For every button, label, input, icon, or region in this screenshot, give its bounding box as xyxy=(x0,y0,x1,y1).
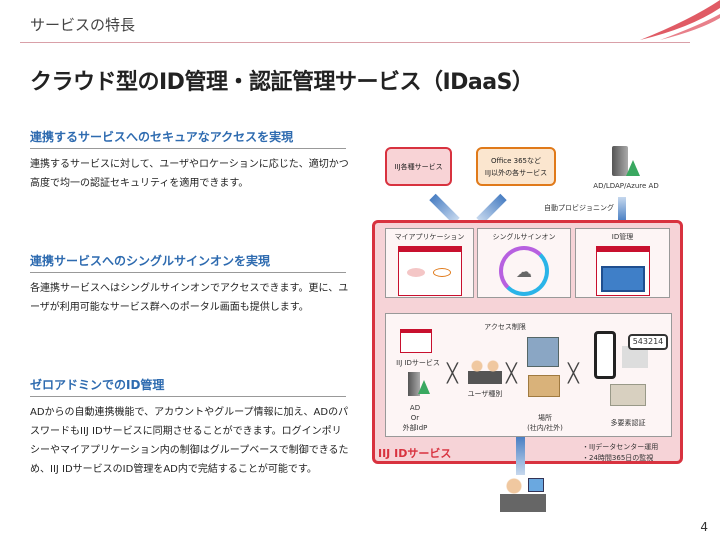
location-label: 場所 xyxy=(538,414,552,422)
login-form-icon xyxy=(400,329,432,353)
divider xyxy=(20,42,690,43)
access-control-label: アクセス制限 xyxy=(484,323,526,331)
service-name-label: IIJ IDサービス xyxy=(378,447,452,460)
app-window-icon xyxy=(397,246,462,296)
mfa-label: 多要素認証 xyxy=(610,419,646,427)
iij-services-label: IIJ各種サービス xyxy=(394,162,443,171)
bullet-item: ・24時間365日の監視 xyxy=(582,454,654,462)
feature-body: ADからの自動連携機能で、アカウントやグループ情報に加え、ADのパスワードもII… xyxy=(30,407,349,475)
panel-my-application: マイアプリケーション xyxy=(385,228,474,298)
id-cards-icon xyxy=(595,246,650,296)
iij-id-small-label: IIJ IDサービス xyxy=(396,359,440,367)
location-label: (社内/社外) xyxy=(527,424,563,432)
office-services-box: Office 365など IIJ以外の各サービス xyxy=(476,147,556,186)
server-icon xyxy=(408,372,420,396)
feature-body: 各連携サービスへはシングルサインオンでアクセスできます。更に、ユーザが利用可能な… xyxy=(30,283,349,313)
user-type-label: ユーザ種別 xyxy=(467,390,503,398)
office-label: IIJ以外の各サービス xyxy=(484,168,548,177)
smartphone-icon xyxy=(594,331,616,379)
page-title: クラウド型のID管理・認証管理サービス（IDaaS） xyxy=(30,70,534,95)
otp-code-bubble: 543214 xyxy=(628,334,668,350)
multiply-icon: ╳ xyxy=(568,363,579,384)
decorative-swoosh xyxy=(640,0,720,40)
provisioning-label: 自動プロビジョニング xyxy=(544,204,614,212)
arrow-icon xyxy=(618,197,626,221)
panel-label: マイアプリケーション xyxy=(394,233,465,241)
feature-heading: 連携するサービスへのセキュアなアクセスを実現 xyxy=(30,128,346,149)
monitor-icon xyxy=(528,478,544,492)
panel-sso: シングルサインオン ☁ xyxy=(477,228,571,298)
section-label: サービスの特長 xyxy=(30,16,136,34)
multiply-icon: ╳ xyxy=(506,363,517,384)
keyboard-key-icon xyxy=(610,384,646,406)
multiply-icon: ╳ xyxy=(447,363,458,384)
arrow-icon xyxy=(516,437,525,475)
external-idp-label: 外部IdP xyxy=(402,424,428,432)
or-label: Or xyxy=(410,414,420,422)
ad-label: AD/LDAP/Azure AD xyxy=(593,182,659,190)
users-icon xyxy=(468,360,502,384)
ad-label: AD xyxy=(409,404,421,412)
iij-services-box: IIJ各種サービス xyxy=(385,147,452,186)
access-control-panel xyxy=(385,313,672,437)
house-icon xyxy=(528,375,560,397)
directory-tree-icon xyxy=(418,380,430,394)
server-icon xyxy=(612,146,628,176)
feature-heading: 連携サービスへのシングルサインオンを実現 xyxy=(30,252,346,273)
panel-label: ID管理 xyxy=(611,233,634,241)
office-label: Office 365など xyxy=(490,156,542,165)
panel-id-management: ID管理 xyxy=(575,228,670,298)
directory-tree-icon xyxy=(626,160,640,176)
page-number: 4 xyxy=(700,520,708,534)
panel-label: シングルサインオン xyxy=(492,233,556,241)
mail-icon xyxy=(622,346,648,368)
feature-body: 連携するサービスに対して、ユーザやロケーションに応じた、適切かつ高度で均一の認証… xyxy=(30,159,349,189)
cloud-upload-icon: ☁ xyxy=(499,246,549,296)
bullet-item: ・IIJデータセンター運用 xyxy=(582,443,659,451)
feature-heading: ゼロアドミンでのID管理 xyxy=(30,376,346,397)
office-building-icon xyxy=(527,337,559,367)
